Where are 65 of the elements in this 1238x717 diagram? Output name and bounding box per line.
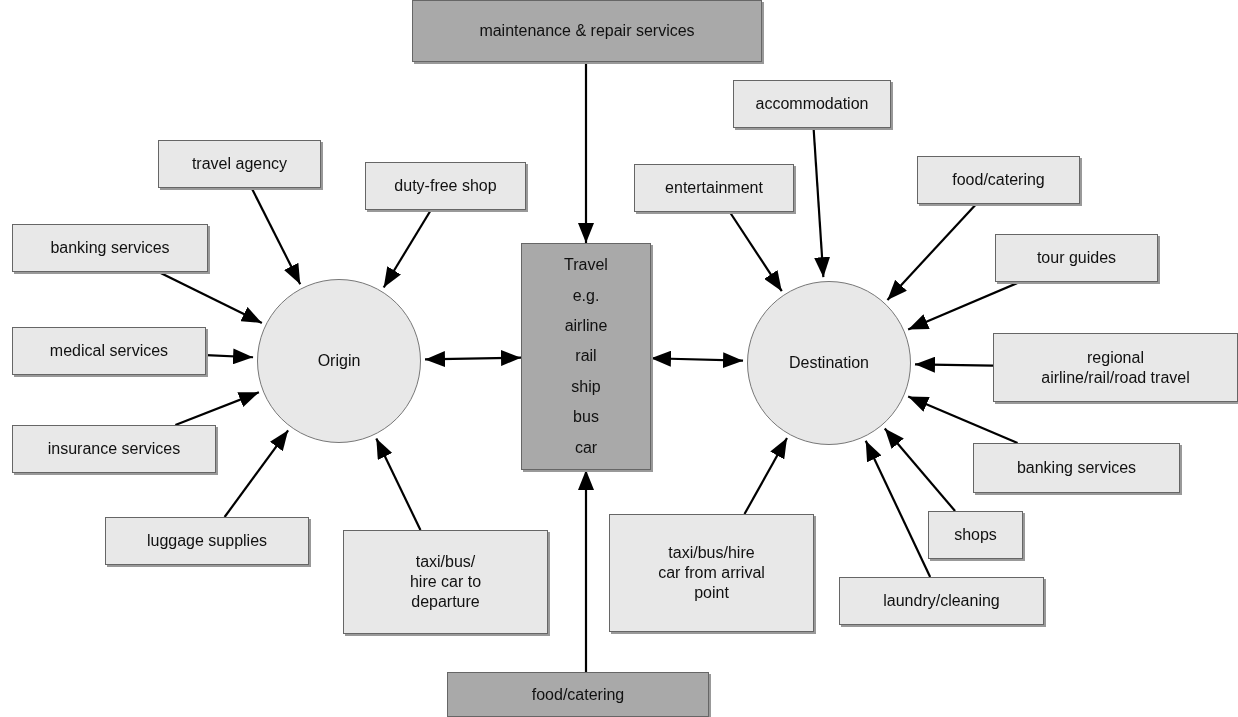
node-label: taxi/bus/ hire car to departure [408,552,483,612]
arrow [158,271,263,324]
arrow [223,429,290,518]
node-label: e.g. [572,285,600,306]
service-box [733,80,891,128]
node-label: banking services [50,238,170,258]
arrow [424,350,522,368]
arrow [812,127,831,278]
service-box [343,530,548,634]
node-label: ship [571,376,601,397]
arrow [886,203,978,301]
service-box [995,234,1158,282]
arrow [883,427,956,512]
node-label: medical services [49,341,169,361]
service-box [158,140,321,188]
node-label: bus [573,407,599,428]
arrow [914,356,993,373]
node-label: maintenance & repair services [479,21,695,41]
service-box [447,672,709,717]
service-box [917,156,1080,204]
service-box [973,443,1180,493]
service-box [993,333,1238,402]
node-label: car [574,437,598,458]
service-box [634,164,794,212]
node-label: food/catering [531,684,625,705]
service-box [365,162,526,210]
node-label: Destination [788,353,869,373]
arrow [174,391,260,427]
arrow [728,211,783,292]
node-label: Travel [564,255,608,276]
node-label: Origin [317,351,361,371]
arrow [382,209,432,289]
service-box [12,425,216,473]
node-label: airline [564,316,608,337]
node-label: shops [954,525,997,545]
node-label: insurance services [47,439,181,459]
service-box [412,0,762,62]
service-box [12,224,208,272]
arrow [907,395,1018,444]
node-label: tour guides [1036,248,1117,268]
node-label: accommodation [755,94,869,114]
service-box [609,514,814,632]
node-label: duty-free shop [394,176,497,196]
node-label: banking services [1016,458,1137,478]
service-box [521,243,651,470]
arrow [578,62,594,243]
service-box [105,517,309,565]
service-box [928,511,1023,559]
arrow [578,470,594,672]
node-label: travel agency [191,154,288,174]
arrow [375,438,422,531]
node-label: laundry/cleaning [883,591,1000,611]
arrow [864,440,932,578]
service-box [839,577,1044,625]
arrow [743,437,788,515]
arrow [650,350,744,369]
arrow [205,348,254,365]
service-box [12,327,206,375]
node-label: regional airline/rail/road travel [1040,347,1191,388]
arrow [250,187,302,285]
node-label: entertainment [665,178,763,198]
node-label: luggage supplies [146,531,268,551]
node-label: rail [575,346,597,367]
node-label: food/catering [952,170,1045,190]
node-label: taxi/bus/hire car from arrival point [657,543,766,603]
